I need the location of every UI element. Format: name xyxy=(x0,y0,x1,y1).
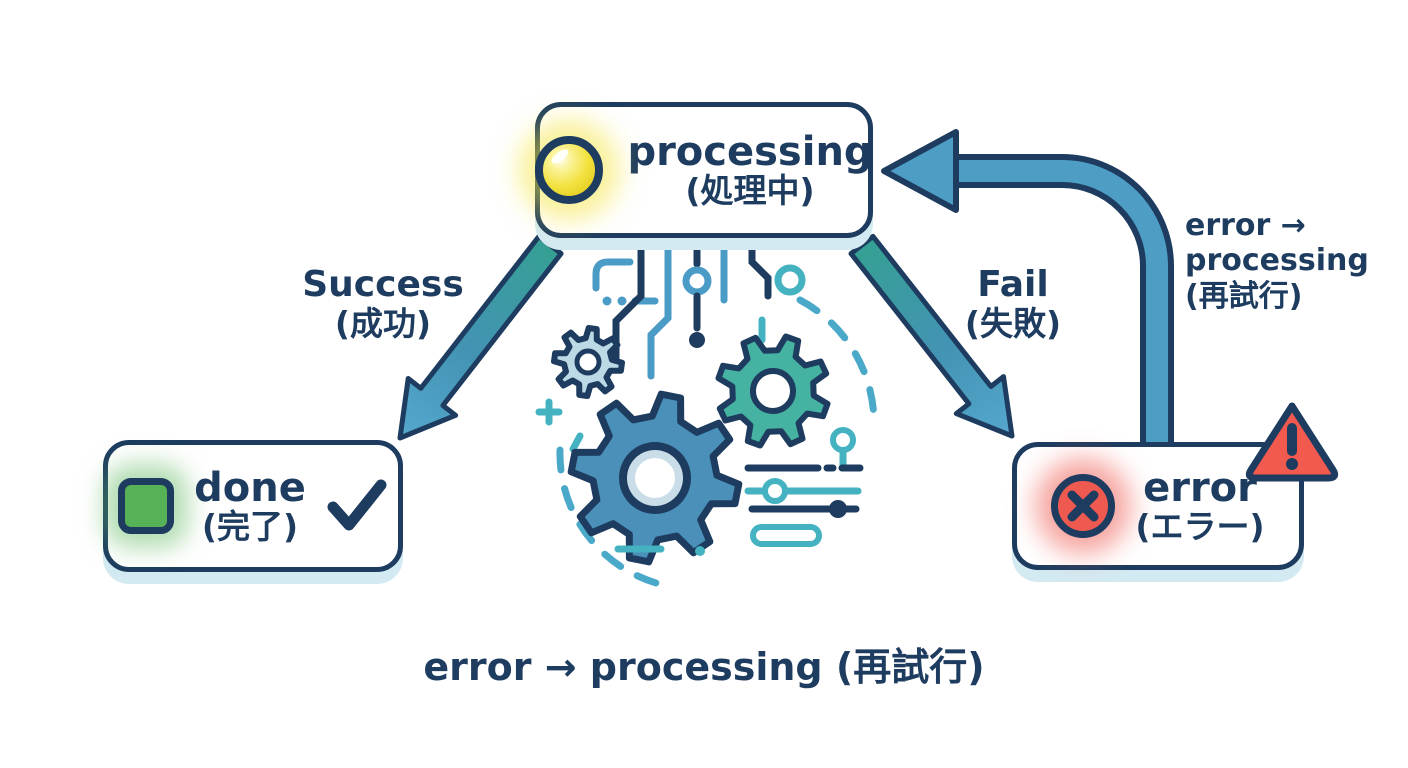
node-done-label: done xyxy=(194,465,306,512)
warning-triangle-icon xyxy=(1245,402,1339,482)
node-processing-sublabel: (処理中) xyxy=(685,170,815,210)
tick-mark xyxy=(569,432,584,453)
checkmark-icon xyxy=(327,479,387,531)
node-processing-label: processing xyxy=(627,129,873,176)
retry-edge-label: error → processing (再試行) xyxy=(1185,208,1369,314)
node-error-sublabel: (エラー) xyxy=(1135,506,1265,546)
success-arrow xyxy=(397,233,564,441)
red-x-circle-icon xyxy=(1051,474,1116,538)
retry-caption: error → processing (再試行) xyxy=(423,645,985,689)
fail-sublabel-text: (失敗) xyxy=(964,304,1062,344)
yellow-status-light-icon xyxy=(535,136,604,204)
success-edge-label: Success (成功) xyxy=(288,264,478,343)
slider-lines xyxy=(614,427,864,556)
dashed-arc xyxy=(796,296,878,430)
retry-arrow xyxy=(881,129,1174,442)
gears-illustration xyxy=(535,240,878,590)
retry-label-line2: processing xyxy=(1185,243,1369,279)
node-processing: processing (処理中) xyxy=(535,102,873,238)
retry-label-line3: (再試行) xyxy=(1185,278,1303,314)
node-done: done (完了) xyxy=(103,440,403,572)
success-label-text: Success xyxy=(302,264,464,305)
node-error-label: error xyxy=(1143,465,1257,512)
fail-label-text: Fail xyxy=(977,264,1049,305)
gear-icons xyxy=(551,325,831,566)
success-sublabel-text: (成功) xyxy=(334,304,432,344)
green-square-icon xyxy=(118,478,175,534)
fail-arrow xyxy=(848,233,1015,439)
circuit-lines xyxy=(592,240,806,380)
plus-mark xyxy=(535,398,563,426)
retry-label-line1: error → xyxy=(1185,208,1306,243)
node-error: error (エラー) xyxy=(1012,402,1339,570)
node-done-sublabel: (完了) xyxy=(201,506,299,546)
fail-edge-label: Fail (失敗) xyxy=(918,264,1108,343)
dashed-arc xyxy=(556,446,672,590)
x-mark xyxy=(1067,490,1099,522)
